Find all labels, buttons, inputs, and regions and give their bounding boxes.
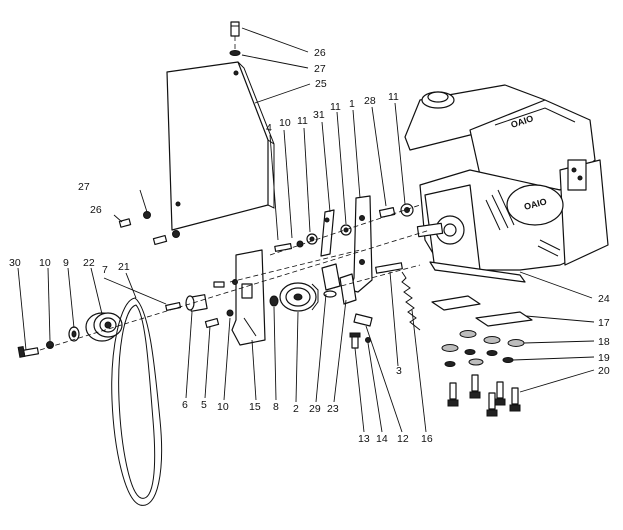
bolt-30 [17,345,40,358]
callout-27-top: 27 [314,63,326,75]
spacer-6 [185,294,208,312]
idler-pulley [279,282,319,312]
assembly-centerlines [39,36,431,351]
callout-5: 5 [201,399,207,411]
callout-8: 8 [273,401,279,413]
callout-31: 31 [313,109,325,121]
callout-14: 14 [376,433,388,445]
callout-2: 2 [293,403,299,415]
idler-bracket [349,195,373,293]
callout-13: 13 [358,433,370,445]
link-29 [321,263,341,298]
link-23 [339,273,357,305]
callout-24: 24 [598,293,610,305]
callout-1: 1 [349,98,355,110]
callout-11-right: 11 [388,91,399,103]
callout-4: 4 [266,122,272,134]
callout-26-top: 26 [314,47,326,59]
bolt-13 [349,332,361,349]
engine-mount-bolts [447,374,521,417]
callout-11-left: 11 [297,115,308,127]
callout-10-left: 10 [39,257,51,269]
bearing-8 [269,295,279,307]
mounting-plate [231,249,266,346]
washer-9 [68,326,80,342]
callout-19: 19 [598,352,610,364]
callout-22: 22 [83,257,95,269]
callout-15: 15 [249,401,261,413]
nut-10-lower [226,309,234,317]
callout-25: 25 [315,78,327,90]
drive-pulley [85,312,123,342]
callout-18: 18 [598,336,610,348]
callout-28: 28 [364,95,376,107]
bolt-5 [204,317,220,329]
callout-21: 21 [118,261,130,273]
callout-7: 7 [102,264,108,276]
pin-3 [375,262,403,274]
v-belt [111,297,163,506]
engine-mount-hardware [441,330,525,367]
cover-bolt-side [118,211,180,246]
engine-mount-plates [431,295,533,327]
callout-labels: 26 27 25 27 26 4 10 11 31 11 1 28 11 30 … [9,47,610,445]
callout-17: 17 [598,317,610,329]
clip-12 [353,313,373,327]
callout-10-top: 10 [279,117,291,129]
washer-10-left [46,341,54,349]
callout-20: 20 [598,365,610,377]
callout-27-side: 27 [78,181,90,193]
callout-16: 16 [421,433,433,445]
belt-guard-cover [166,61,275,231]
callout-29: 29 [309,403,321,415]
callout-23: 23 [327,403,339,415]
spring-16 [401,271,421,331]
engine-assembly: OAIO OAIO [404,84,609,283]
callout-11-mid: 11 [330,101,341,113]
callout-6: 6 [182,399,188,411]
callout-9: 9 [63,257,69,269]
idler-arm [320,209,335,257]
callout-26-side: 26 [90,204,102,216]
callout-3: 3 [396,365,402,377]
callout-12: 12 [397,433,409,445]
callout-30: 30 [9,257,21,269]
bolt-4 [274,240,304,252]
leader-lines [17,27,595,433]
callout-10-bottom: 10 [217,401,229,413]
